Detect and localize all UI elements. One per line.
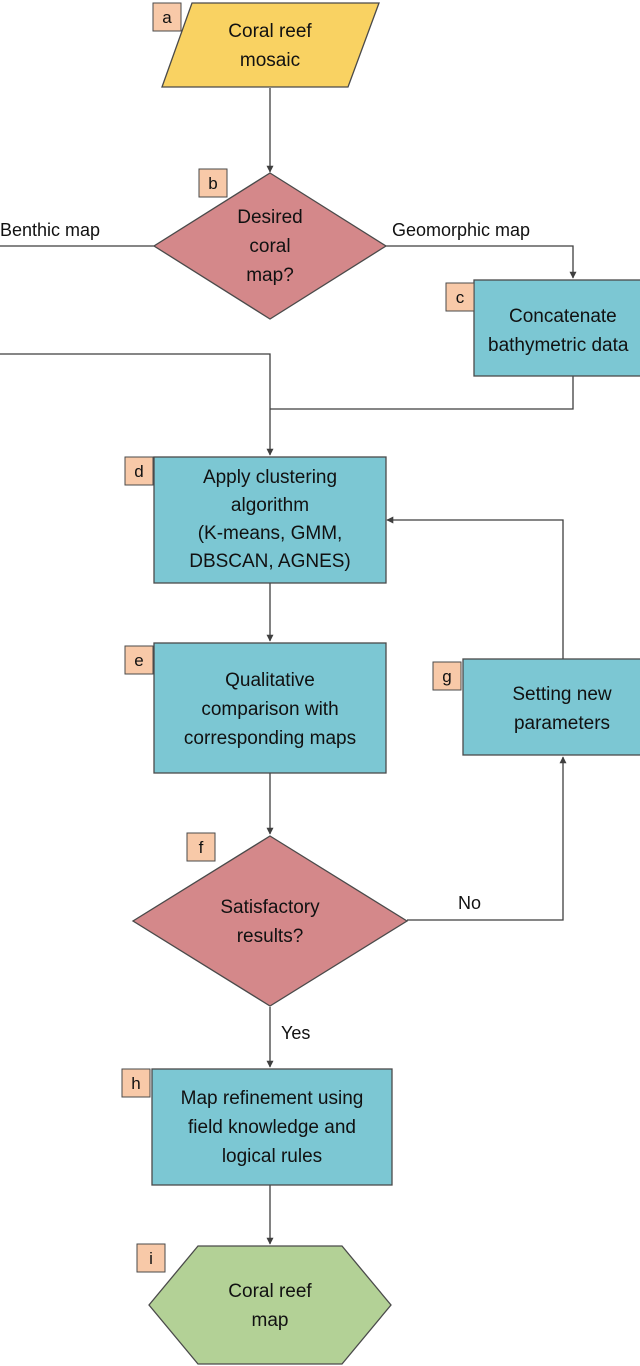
node-d-tag-box	[124, 456, 154, 486]
node-e-line-2: comparison with	[201, 699, 338, 720]
node-d-process: Apply clustering algorithm (K-means, GMM…	[124, 456, 387, 584]
node-g-shape	[462, 658, 640, 756]
node-f-decision: Satisfactory results? f	[131, 832, 409, 1007]
node-b-shape	[152, 172, 388, 320]
node-a-tag-box	[152, 2, 182, 32]
node-h-line-3: logical rules	[222, 1146, 322, 1167]
node-c-line-1: Concatenate	[509, 306, 617, 327]
node-a-shape	[161, 2, 380, 88]
node-g-line-1: Setting new	[512, 684, 612, 705]
node-i-line-2: map	[252, 1310, 289, 1331]
node-c-process: Concatenate bathymetric data c	[445, 279, 640, 377]
node-e-line-3: corresponding maps	[184, 728, 356, 749]
node-f-tag: f	[199, 838, 204, 857]
node-h-shape	[151, 1068, 393, 1186]
node-b-line-3: map?	[246, 265, 294, 286]
node-b-tag: b	[208, 174, 217, 193]
node-e-tag: e	[134, 651, 143, 670]
node-d-shape	[153, 456, 387, 584]
node-g-process: Setting new parameters g	[432, 658, 640, 756]
node-i-shape	[148, 1245, 392, 1365]
node-g-tag-box	[432, 661, 462, 691]
edge-label-yes: Yes	[281, 1023, 310, 1043]
node-f-tag-box	[186, 832, 216, 862]
node-f-line-2: results?	[237, 926, 304, 947]
node-c-tag: c	[456, 288, 465, 307]
node-i-output: Coral reef map i	[136, 1243, 392, 1365]
node-e-line-1: Qualitative	[225, 670, 315, 691]
node-g-line-2: parameters	[514, 713, 610, 734]
node-c-shape	[473, 279, 640, 377]
connector-b-c	[385, 245, 577, 279]
connectors	[0, 88, 577, 1245]
node-b-tag-box	[198, 168, 228, 198]
node-d-line-1: Apply clustering	[203, 467, 337, 488]
node-d-line-2: algorithm	[231, 495, 309, 516]
node-i-line-1: Coral reef	[228, 1281, 312, 1302]
connector-f-g	[407, 756, 567, 921]
node-e-tag-box	[124, 645, 154, 675]
node-h-tag-box	[121, 1068, 151, 1098]
node-d-tag: d	[134, 462, 143, 481]
node-e-process: Qualitative comparison with correspondin…	[124, 642, 387, 774]
node-c-line-2: bathymetric data	[488, 335, 629, 356]
node-d-line-3: (K-means, GMM,	[198, 523, 343, 544]
node-i-tag: i	[149, 1249, 153, 1268]
node-h-process: Map refinement using field knowledge and…	[121, 1068, 393, 1186]
node-b-line-1: Desired	[237, 207, 302, 228]
node-i-tag-box	[136, 1243, 166, 1273]
node-d-line-4: DBSCAN, AGNES)	[189, 551, 351, 572]
node-a-line-1: Coral reef	[228, 21, 312, 42]
node-a-input: Coral reef mosaic a	[152, 2, 380, 88]
connector-g-d	[386, 516, 564, 659]
node-b-decision: Desired coral map? b	[152, 168, 388, 320]
node-c-tag-box	[445, 282, 475, 312]
edge-label-geomorphic: Geomorphic map	[392, 220, 530, 240]
connector-c-merge	[270, 376, 574, 410]
node-a-tag: a	[162, 8, 172, 27]
connector-benthic-merge	[0, 353, 274, 456]
node-f-shape	[131, 835, 409, 1007]
edge-label-no: No	[458, 893, 481, 913]
node-h-tag: h	[131, 1074, 140, 1093]
node-a-line-2: mosaic	[240, 50, 300, 71]
node-f-line-1: Satisfactory	[220, 897, 320, 918]
node-b-line-2: coral	[249, 236, 290, 257]
node-h-line-2: field knowledge and	[188, 1117, 356, 1138]
node-g-tag: g	[442, 667, 451, 686]
node-h-line-1: Map refinement using	[181, 1088, 364, 1109]
edge-labels: Benthic map Geomorphic map No Yes	[0, 220, 530, 1043]
node-e-shape	[153, 642, 387, 774]
edge-label-benthic: Benthic map	[0, 220, 100, 240]
